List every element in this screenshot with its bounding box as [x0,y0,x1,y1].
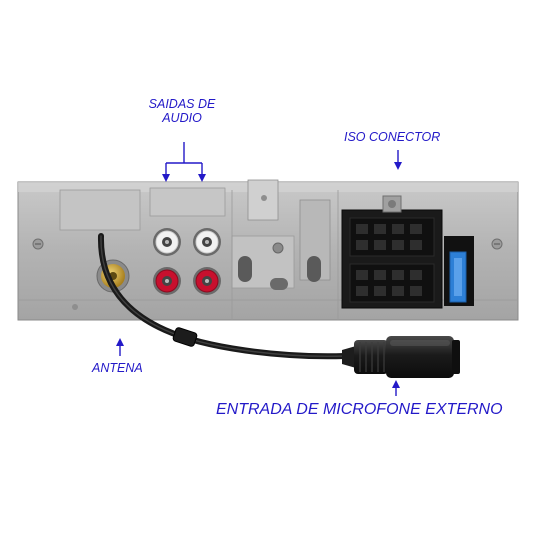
audio-outputs-label-line2: AUDIO [162,111,202,125]
arrow-down-icon [394,162,402,170]
audio-outputs-label-line1: SAIDAS DE [148,97,216,111]
panel-slot-holes [238,256,321,290]
rca-white-left [153,228,181,256]
chassis-panel [17,179,519,321]
arrow-down-icon [162,174,170,182]
arrow-up-icon [392,380,400,388]
rca-audio-outputs [153,228,221,295]
rca-red-right [193,267,221,295]
iso-connector-label: ISO CONECTOR [344,130,441,144]
iso-connector [341,195,443,309]
microphone-jack [342,336,460,378]
fuse-icon [444,236,474,306]
arrow-down-icon [198,174,206,182]
microphone-input-label: ENTRADA DE MICROFONE EXTERNO [216,401,503,418]
antenna-label: ANTENA [92,361,143,375]
annotation-arrows [116,142,402,396]
rca-red-left [153,267,181,295]
audio-outputs-label: SAIDAS DE AUDIO [142,97,222,125]
arrow-up-icon [116,338,124,346]
rca-white-right [193,228,221,256]
microphone-cable [97,233,348,360]
